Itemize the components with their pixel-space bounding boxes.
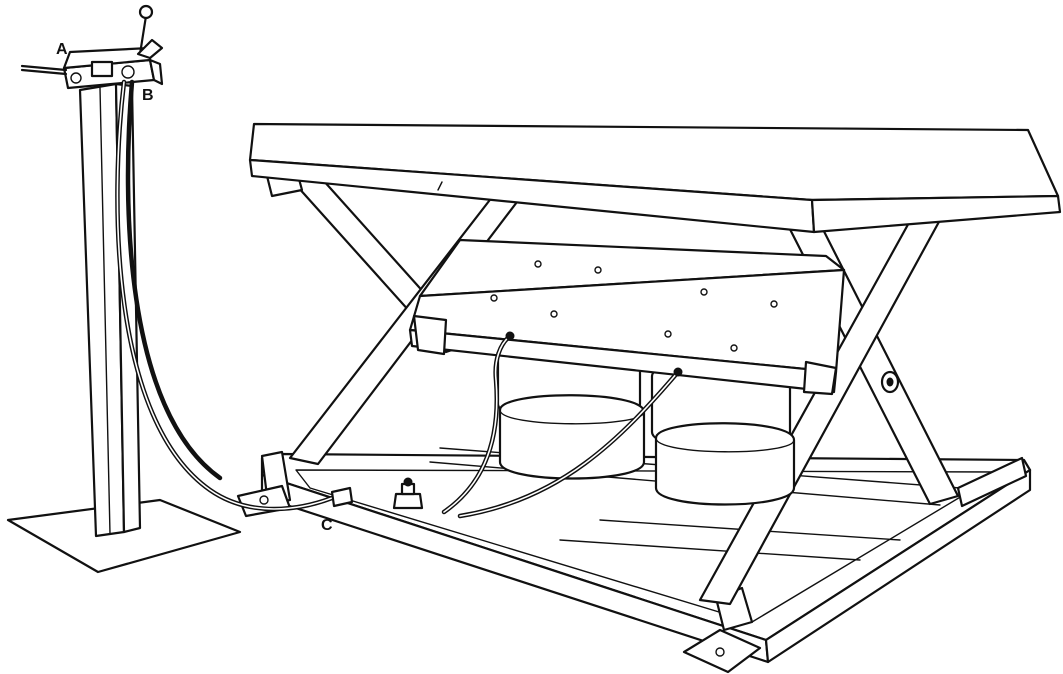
air-hoses [115, 79, 683, 519]
callout-c: C [321, 517, 333, 534]
top-platform [248, 122, 1062, 234]
hose-fitting-c [330, 486, 354, 508]
base-valve [392, 492, 424, 510]
lever-knob [138, 4, 154, 20]
control-stand [6, 4, 242, 574]
callout-b: B [142, 87, 154, 104]
base-frame [236, 447, 1032, 674]
bearing-plate [408, 238, 846, 396]
callout-a: A [56, 41, 68, 58]
